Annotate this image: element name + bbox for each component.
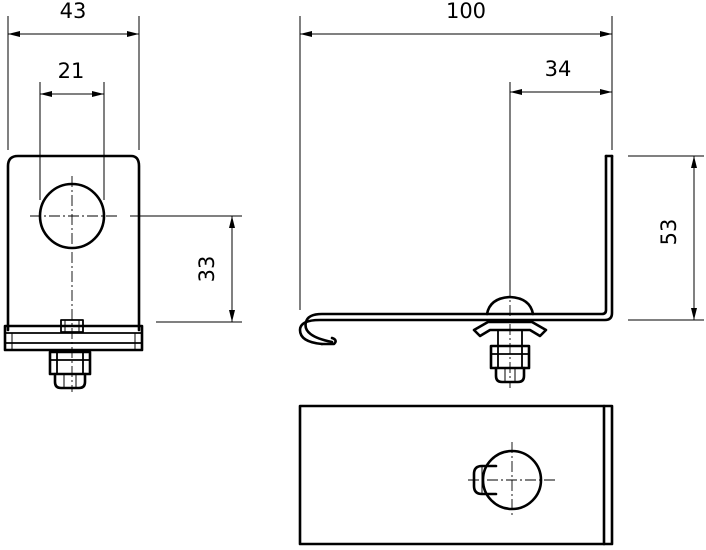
front-view xyxy=(3,154,144,392)
arrow-head xyxy=(40,91,52,97)
top-view-plate xyxy=(298,404,614,546)
dimension-side-height: 53 xyxy=(628,155,704,321)
top-view xyxy=(298,404,614,546)
front-view-clamp-plate xyxy=(3,324,144,352)
arrow-head xyxy=(691,308,697,320)
arrow-head xyxy=(229,310,235,322)
dimension-label-bolt-offset: 34 xyxy=(545,57,572,81)
dimension-side-width: 100 xyxy=(299,0,613,310)
dimension-label-hole-spacing: 21 xyxy=(58,59,85,83)
front-view-body xyxy=(6,154,141,332)
dimension-hole-height: 33 xyxy=(130,215,242,323)
arrow-head xyxy=(600,31,612,37)
profile-hook-end xyxy=(320,336,337,346)
dimension-label-side-width: 100 xyxy=(446,0,486,23)
arrow-head xyxy=(691,156,697,168)
dimension-label-front-width: 43 xyxy=(60,0,87,23)
arrow-head xyxy=(510,89,522,95)
arrow-head xyxy=(229,216,235,228)
dimension-label-hole-height: 33 xyxy=(195,256,219,283)
dimension-hole-spacing: 21 xyxy=(39,59,105,200)
dimension-front-width: 43 xyxy=(7,0,140,150)
front-view-nut xyxy=(48,350,92,376)
dimension-bolt-offset: 34 xyxy=(509,57,613,290)
side-view xyxy=(298,154,614,388)
side-view-profile xyxy=(298,154,614,346)
arrow-head xyxy=(300,31,312,37)
arrow-head xyxy=(600,89,612,95)
dimension-label-side-height: 53 xyxy=(657,219,681,246)
front-view-bolt-tip xyxy=(53,372,87,390)
arrow-head xyxy=(127,31,139,37)
side-view-profile-inner xyxy=(304,154,608,344)
arrow-head xyxy=(8,31,20,37)
arrow-head xyxy=(92,91,104,97)
side-view-wing-clamp xyxy=(472,320,548,338)
